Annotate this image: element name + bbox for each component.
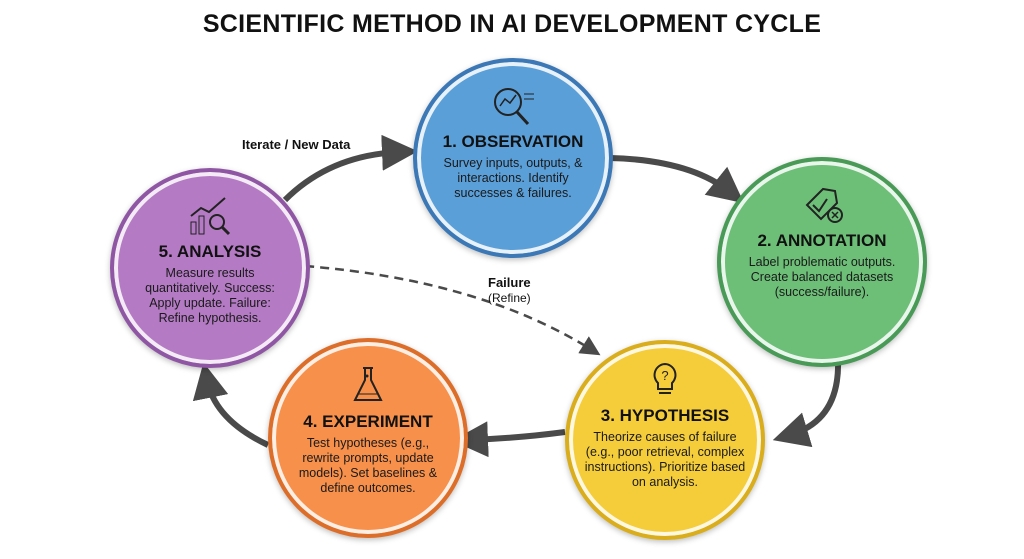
chart-magnifier-icon — [190, 197, 231, 236]
node-title: 5. ANALYSIS — [158, 242, 262, 261]
lightbulb-question-icon: ? — [653, 362, 677, 394]
node-description: Test hypotheses (e.g., rewrite prompts, … — [298, 436, 438, 495]
node-description: Theorize causes of failure (e.g., poor r… — [584, 430, 746, 489]
diagram-title: SCIENTIFIC METHOD IN AI DEVELOPMENT CYCL… — [202, 10, 822, 38]
node-title: 1. OBSERVATION — [442, 132, 584, 151]
magnifier-chart-icon — [494, 88, 534, 126]
tag-check-icon — [805, 187, 843, 223]
arrow-observation-to-annotation — [609, 155, 745, 204]
node-description: Label problematic outputs. Create balanc… — [748, 255, 896, 299]
node-experiment: 4. EXPERIMENT Test hypotheses (e.g., rew… — [268, 338, 468, 538]
refine-label: (Refine) — [488, 291, 531, 305]
node-description: Measure results quantitatively. Success:… — [145, 266, 275, 325]
flask-icon — [353, 367, 383, 401]
node-title: 2. ANNOTATION — [757, 231, 887, 250]
node-title: 3. HYPOTHESIS — [600, 406, 730, 425]
arrow-failure-refine — [304, 264, 601, 356]
arrow-annotation-to-hypothesis — [772, 359, 842, 448]
arrow-experiment-to-analysis — [192, 362, 270, 448]
node-annotation: 2. ANNOTATION Label problematic outputs.… — [717, 157, 927, 367]
node-observation: 1. OBSERVATION Survey inputs, outputs, &… — [413, 58, 613, 258]
arrow-analysis-to-observation — [282, 134, 418, 203]
node-title: 4. EXPERIMENT — [303, 412, 433, 431]
node-description: Survey inputs, outputs, & interactions. … — [443, 156, 583, 200]
iterate-label: Iterate / New Data — [242, 137, 351, 152]
arrow-hypothesis-to-experiment — [452, 421, 566, 458]
node-analysis: 5. ANALYSIS Measure results quantitative… — [110, 168, 310, 368]
svg-text:?: ? — [661, 368, 668, 383]
node-hypothesis: ? 3. HYPOTHESIS Theorize causes of failu… — [565, 340, 765, 540]
failure-label: Failure — [488, 275, 531, 290]
